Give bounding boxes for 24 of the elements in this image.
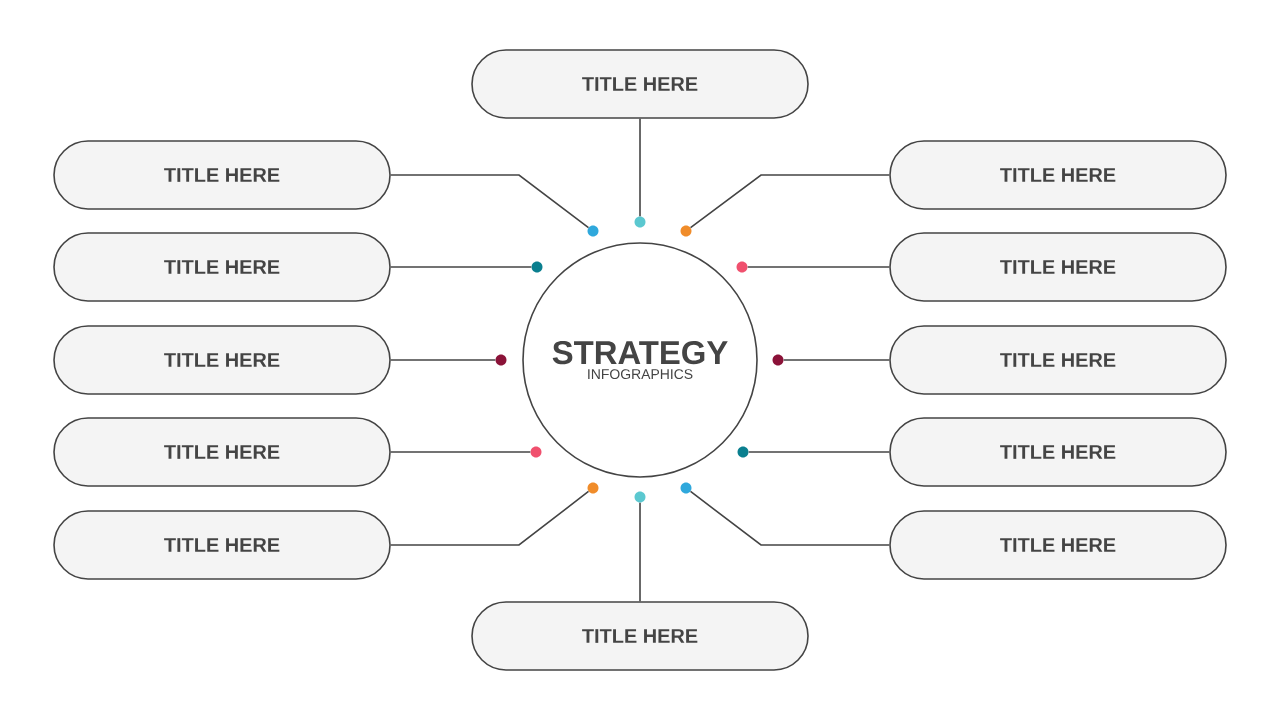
- title-pill: TITLE HERE: [889, 140, 1227, 210]
- connector-line: [639, 501, 641, 602]
- connector-line: [746, 266, 890, 268]
- connector-line: [390, 174, 590, 229]
- title-pill: TITLE HERE: [53, 232, 391, 302]
- title-pill: TITLE HERE: [471, 49, 809, 119]
- connector-line: [689, 490, 890, 546]
- connector-line: [782, 359, 890, 361]
- connector-line: [390, 490, 590, 546]
- connector-line: [689, 174, 890, 229]
- title-pill: TITLE HERE: [889, 325, 1227, 395]
- connector-line: [747, 451, 890, 453]
- title-pill: TITLE HERE: [53, 325, 391, 395]
- title-pill: TITLE HERE: [53, 510, 391, 580]
- title-pill: TITLE HERE: [53, 417, 391, 487]
- connector-line: [639, 118, 641, 218]
- connector-line: [390, 266, 533, 268]
- title-pill: TITLE HERE: [889, 417, 1227, 487]
- connector-line: [390, 451, 532, 453]
- title-pill: TITLE HERE: [889, 232, 1227, 302]
- title-pill: TITLE HERE: [53, 140, 391, 210]
- connector-line: [390, 359, 497, 361]
- title-pill: TITLE HERE: [471, 601, 809, 671]
- title-pill: TITLE HERE: [889, 510, 1227, 580]
